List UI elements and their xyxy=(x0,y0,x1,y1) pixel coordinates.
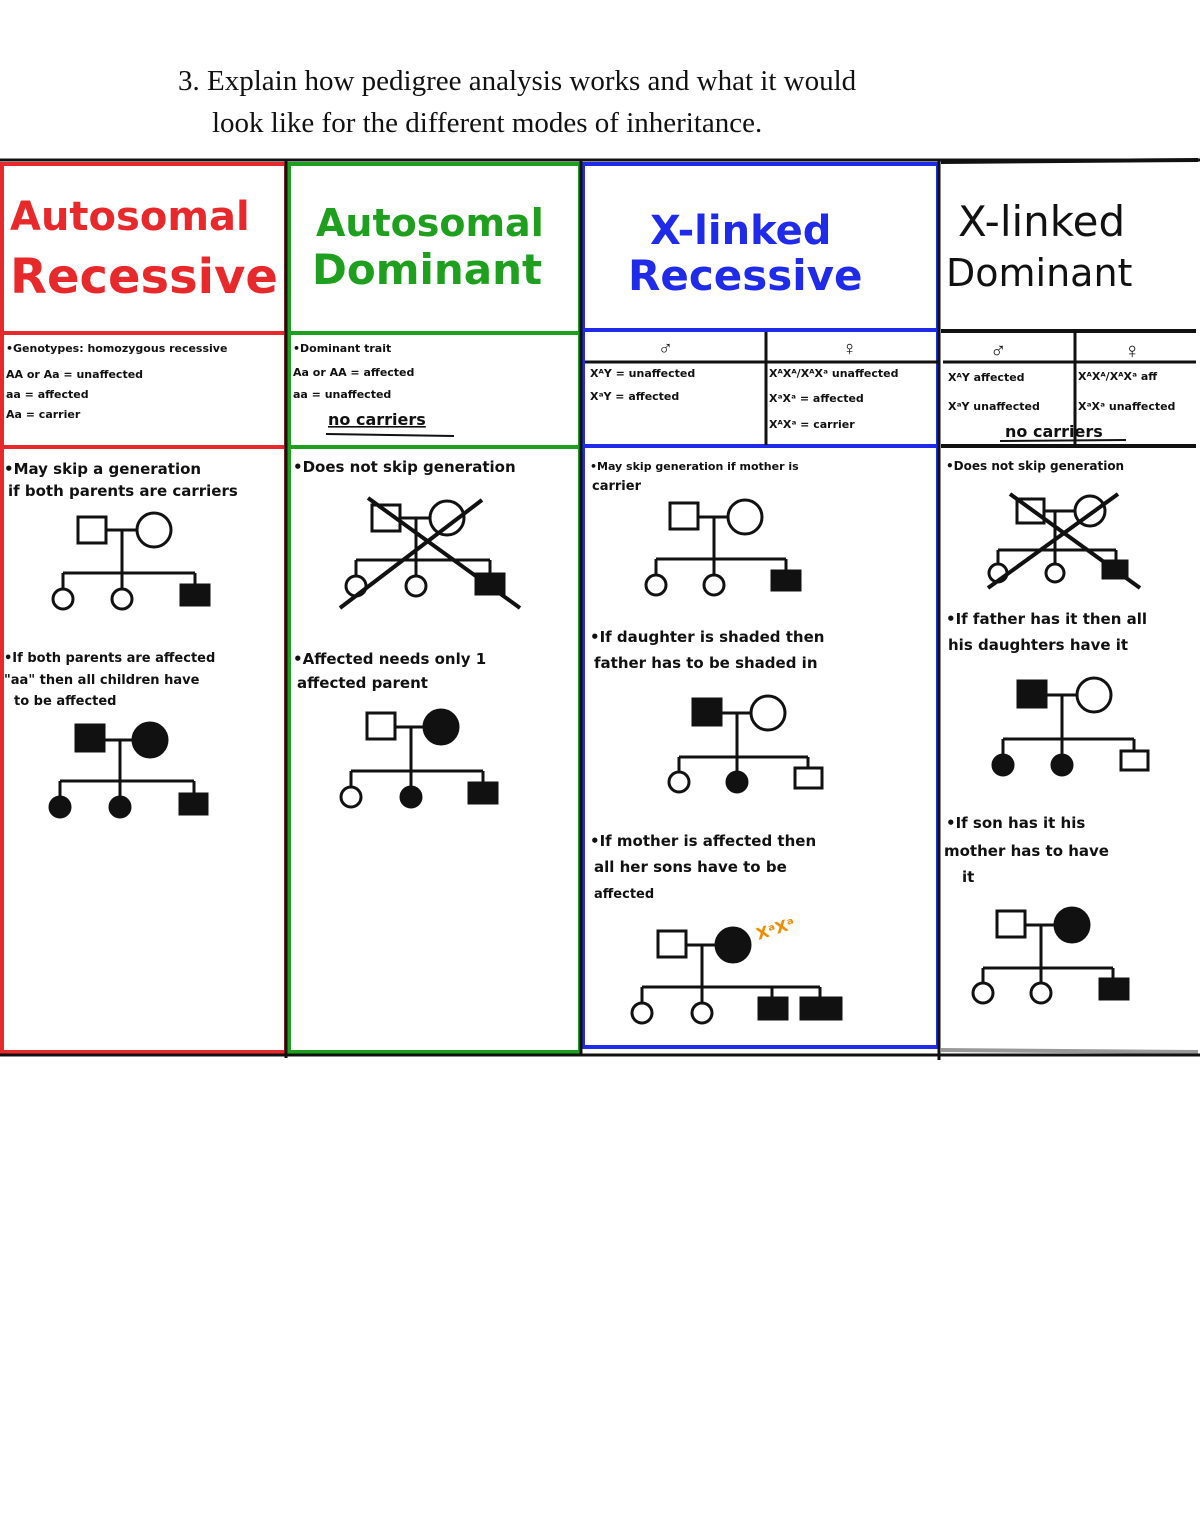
ad-no-carriers: no carriers xyxy=(328,410,426,429)
xd-no-carriers: no carriers xyxy=(1005,422,1103,441)
xr-title-line-2: Recessive xyxy=(628,251,862,300)
ar-note-2-line: to be affected xyxy=(14,694,116,709)
xd-note-2-line: •If father has it then all xyxy=(946,610,1147,628)
xd-underline xyxy=(999,439,1127,442)
column-x-linked-dominant: X-linked Dominant ♂ ♀ XᴬY affected XᵃY u… xyxy=(944,197,1175,1005)
xr-note-1-line: •May skip generation if mother is xyxy=(590,460,799,473)
xr-note-2-line: father has to be shaded in xyxy=(594,654,818,672)
xd-female-symbol: ♀ xyxy=(1124,338,1141,363)
column-x-linked-recessive: X-linked Recessive ♂ ♀ XᴬY = unaffected … xyxy=(590,208,898,1025)
xd-male-genotype: XᴬY affected xyxy=(948,371,1025,384)
ad-pedigree-crossed xyxy=(338,496,522,610)
xr-female-symbol: ♀ xyxy=(842,338,857,360)
ar-genotype-line: AA or Aa = unaffected xyxy=(6,368,143,381)
row-dividers xyxy=(0,328,1196,449)
ad-note-2-line: affected parent xyxy=(297,674,428,692)
xd-pedigree-crossed xyxy=(986,492,1142,590)
ar-genotype-line: •Genotypes: homozygous recessive xyxy=(6,342,227,355)
xr-note-3-line: affected xyxy=(594,887,654,902)
question-line-2: look like for the different modes of inh… xyxy=(212,107,763,139)
ar-genotype-line: Aa = carrier xyxy=(6,408,81,421)
xr-male-genotype: XᴬY = unaffected xyxy=(590,367,695,380)
ar-genotype-line: aa = affected xyxy=(6,388,89,401)
xr-pedigree-3 xyxy=(630,926,843,1025)
ar-title-line-2: Recessive xyxy=(10,249,278,305)
ad-genotype-line: •Dominant trait xyxy=(293,342,391,355)
column-autosomal-recessive: Autosomal Recessive •Genotypes: homozygo… xyxy=(4,194,278,819)
xd-title-line-2: Dominant xyxy=(946,251,1132,295)
ad-note-2-line: •Affected needs only 1 xyxy=(293,650,486,668)
xr-note-1-line: carrier xyxy=(592,479,642,494)
ar-note-1-line: if both parents are carriers xyxy=(8,482,238,500)
xd-pedigree-3 xyxy=(971,906,1130,1005)
xr-carrier-annotation: XᵃXᵃ xyxy=(754,914,797,944)
xr-title-line-1: X-linked xyxy=(650,208,831,254)
xd-note-3-line: mother has to have xyxy=(944,842,1109,860)
black-frame-lines xyxy=(0,158,1200,1060)
xr-female-genotype: XᵃXᵃ = affected xyxy=(769,392,864,405)
ad-genotype-line: aa = unaffected xyxy=(293,388,391,401)
xr-note-3-line: •If mother is affected then xyxy=(590,832,816,850)
xd-note-3-line: it xyxy=(962,868,974,886)
xr-female-genotype: XᴬXᵃ = carrier xyxy=(769,418,855,431)
ar-note-2-line: •If both parents are affected xyxy=(4,651,215,666)
ad-title-line-2: Dominant xyxy=(312,245,542,294)
xr-pedigree-1 xyxy=(644,498,802,597)
xr-male-genotype: XᵃY = affected xyxy=(590,390,679,403)
ar-pedigree-1 xyxy=(51,511,211,611)
question-line-1: 3. Explain how pedigree analysis works a… xyxy=(178,65,857,97)
xd-pedigree-2 xyxy=(991,676,1150,777)
ad-pedigree-2 xyxy=(339,708,499,809)
xr-note-2-line: •If daughter is shaded then xyxy=(590,628,824,646)
xd-note-2-line: his daughters have it xyxy=(948,636,1128,654)
xd-female-genotype: XᵃXᵃ unaffected xyxy=(1078,400,1175,413)
ar-note-2-line: "aa" then all children have xyxy=(4,673,200,688)
ar-title-line-1: Autosomal xyxy=(10,194,250,240)
ar-pedigree-2 xyxy=(48,721,209,819)
xd-note-1-line: •Does not skip generation xyxy=(946,459,1124,473)
column-autosomal-dominant: Autosomal Dominant •Dominant trait Aa or… xyxy=(293,201,544,809)
ad-underline xyxy=(325,433,455,437)
ad-note-1-line: •Does not skip generation xyxy=(293,458,516,476)
xr-note-3-line: all her sons have to be xyxy=(594,858,787,876)
ar-note-1-line: •May skip a generation xyxy=(4,460,201,478)
xd-title-line-1: X-linked xyxy=(958,197,1125,246)
xr-pedigree-2 xyxy=(667,694,824,794)
xr-female-genotype: XᴬXᴬ/XᴬXᵃ unaffected xyxy=(769,367,898,380)
xd-note-3-line: •If son has it his xyxy=(946,814,1085,832)
ad-title-line-1: Autosomal xyxy=(316,201,544,245)
xd-male-symbol: ♂ xyxy=(990,338,1007,363)
question-text: 3. Explain how pedigree analysis works a… xyxy=(178,60,1078,144)
xr-male-symbol: ♂ xyxy=(658,338,673,360)
xd-male-genotype: XᵃY unaffected xyxy=(948,400,1040,413)
ad-genotype-line: Aa or AA = affected xyxy=(293,366,414,379)
xd-female-genotype: XᴬXᴬ/XᴬXᵃ aff xyxy=(1078,370,1157,383)
